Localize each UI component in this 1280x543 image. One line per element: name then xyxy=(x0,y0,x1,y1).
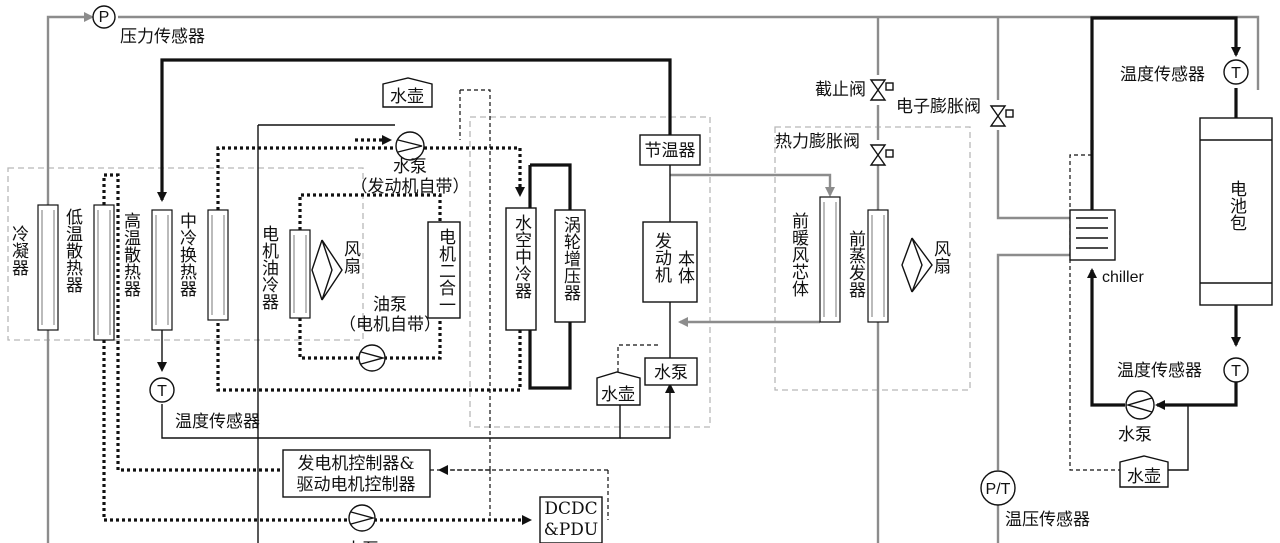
thermostat-label: 节温器 xyxy=(645,141,696,161)
dcdc-label-2: &PDU xyxy=(544,520,599,540)
dcdc-pdu-box xyxy=(539,496,603,543)
pressure-sensor: P xyxy=(92,5,116,29)
chiller-label: chiller xyxy=(1102,269,1144,286)
water-pump-engine-label: 水泵 xyxy=(393,157,427,177)
battery-water-pump[interactable] xyxy=(1125,390,1155,420)
svg-text:水壶: 水壶 xyxy=(1127,467,1161,487)
water-pump-engine-sub: （发动机自带） xyxy=(351,177,470,197)
engine-water-pump-label: 水泵 xyxy=(654,363,688,383)
low-temp-radiator-label: 低温散热器 xyxy=(62,208,83,293)
fan-motor-label: 风扇 xyxy=(340,240,361,275)
condenser xyxy=(37,204,59,331)
svg-text:P/T: P/T xyxy=(986,481,1011,498)
water-air-intercooler-label: 水空中冷器 xyxy=(511,214,532,299)
intercooler-exchanger xyxy=(207,209,229,321)
temp-sensor-top: T xyxy=(1223,59,1249,85)
shutoff-valve-icon[interactable] xyxy=(869,79,894,101)
front-heater-core xyxy=(819,196,841,323)
bottom-water-pump[interactable] xyxy=(348,504,376,532)
battery-coolant-loop xyxy=(1069,16,1241,471)
water-air-intercooler xyxy=(505,207,537,331)
front-evaporator xyxy=(867,209,889,323)
controller-label-1: 发电机控制器& xyxy=(297,454,414,474)
temp-sensor-bottom-label: 温度传感器 xyxy=(1117,361,1202,381)
thermal-expansion-valve-icon[interactable] xyxy=(869,144,894,166)
temp-sensor-left-label: 温度传感器 xyxy=(175,412,260,432)
turbocharger-label: 涡轮增压器 xyxy=(560,216,581,301)
engine-body-label-1: 发动机 xyxy=(651,232,672,283)
temp-pressure-sensor: P/T xyxy=(980,470,1016,506)
temp-sensor-bottom: T xyxy=(1223,357,1249,383)
high-temp-radiator xyxy=(151,209,173,331)
shutoff-valve-label: 截止阀 xyxy=(815,80,866,100)
motor-2in1-label: 电机二合一 xyxy=(435,228,456,313)
engine-high-temp-loop xyxy=(157,58,675,543)
fan-evap-label: 风扇 xyxy=(930,240,951,275)
svg-text:水壶: 水壶 xyxy=(390,87,424,107)
motor-oil-cooler xyxy=(289,229,311,319)
temp-pressure-sensor-label: 温压传感器 xyxy=(1005,510,1090,530)
chiller xyxy=(1069,209,1116,261)
temp-sensor-top-label: 温度传感器 xyxy=(1120,65,1205,85)
svg-text:T: T xyxy=(1231,363,1241,380)
thermostat xyxy=(639,134,701,166)
temp-sensor-left: T xyxy=(149,377,175,403)
motor-oil-cooler-label: 电机油冷器 xyxy=(258,225,279,310)
controller-box xyxy=(282,449,431,498)
motor-cooling-loop xyxy=(102,89,609,525)
battery-water-pump-label: 水泵 xyxy=(1118,425,1152,445)
oil-pump-label: 油泵 xyxy=(373,295,407,315)
refrigerant-loop xyxy=(46,12,1260,543)
electronic-expansion-valve-icon[interactable] xyxy=(989,105,1014,127)
engine-water-pump xyxy=(644,357,698,386)
kettle-battery: 水壶 xyxy=(1119,455,1169,488)
svg-text:T: T xyxy=(1231,65,1241,82)
battery-pack-label: 电池包 xyxy=(1226,180,1247,231)
front-evaporator-label: 前蒸发器 xyxy=(845,230,866,298)
kettle-top: 水壶 xyxy=(382,77,433,108)
intercooler-exchanger-label: 中冷换热器 xyxy=(176,212,197,297)
oil-pump[interactable] xyxy=(358,344,386,372)
electronic-expansion-valve-label: 电子膨胀阀 xyxy=(896,97,981,117)
front-heater-core-label: 前暖风芯体 xyxy=(788,212,809,297)
high-temp-radiator-label: 高温散热器 xyxy=(120,212,141,297)
svg-text:T: T xyxy=(157,383,167,400)
kettle-engine: 水壶 xyxy=(596,344,660,406)
front-cooling-module-zone xyxy=(7,167,364,341)
engine-body-label-2: 本体 xyxy=(674,250,695,284)
oil-pump-sub: （电机自带） xyxy=(339,315,441,335)
motor-2in1 xyxy=(427,221,461,319)
hvac-zone xyxy=(774,126,971,391)
engine-body xyxy=(642,221,698,303)
water-pump-engine[interactable] xyxy=(395,131,425,161)
fan-evap-icon xyxy=(901,237,933,293)
bottom-water-pump-label: 水泵 xyxy=(345,540,379,543)
svg-text:P: P xyxy=(99,9,110,26)
controller-label-2: 驱动电机控制器 xyxy=(297,475,416,495)
svg-text:水壶: 水壶 xyxy=(601,385,635,405)
turbocharger xyxy=(554,209,586,323)
pressure-sensor-label: 压力传感器 xyxy=(120,27,205,47)
fan-motor-icon xyxy=(311,239,343,301)
engine-zone xyxy=(469,116,711,428)
battery-pack xyxy=(1199,117,1273,306)
condenser-label: 冷凝器 xyxy=(8,225,29,276)
dcdc-label-1: DCDC xyxy=(544,499,597,519)
low-temp-radiator xyxy=(93,204,115,341)
thermal-expansion-valve-label: 热力膨胀阀 xyxy=(775,132,860,152)
